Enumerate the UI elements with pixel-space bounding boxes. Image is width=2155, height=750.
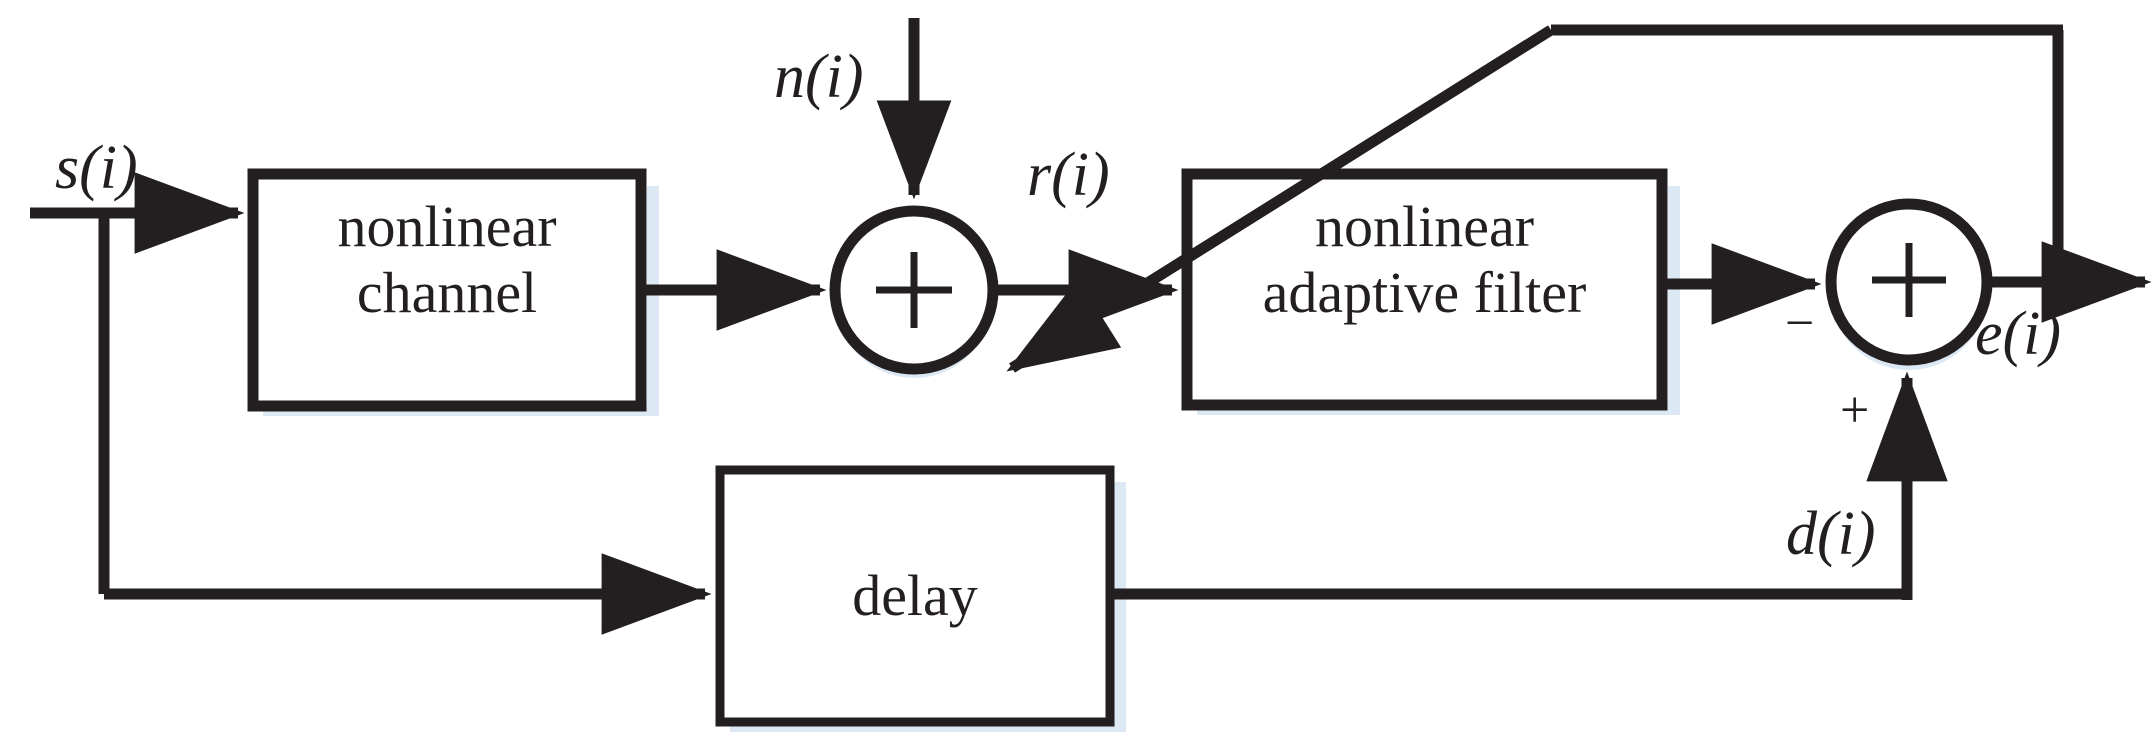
wire-adaptation-diagonal [1006, 25, 1554, 373]
signal-label-r-i: r(i) [1027, 141, 1110, 209]
block-delay[interactable] [715, 465, 1115, 727]
wires [30, 18, 2152, 635]
signal-label-d-i: d(i) [1786, 500, 1876, 568]
block-nonlinear-channel[interactable] [247, 168, 647, 412]
adder-error-plus-sign: + [1840, 382, 1870, 439]
block-nonlinear-adaptive-filter[interactable] [1181, 168, 1668, 411]
signal-label-n-i: n(i) [774, 43, 864, 111]
adder-error[interactable] [1825, 198, 1993, 366]
adder-noise[interactable] [829, 205, 999, 375]
signal-label-s-i: s(i) [55, 134, 138, 202]
signal-label-e-i: e(i) [1975, 300, 2062, 368]
adder-error-minus-sign: − [1785, 295, 1815, 352]
